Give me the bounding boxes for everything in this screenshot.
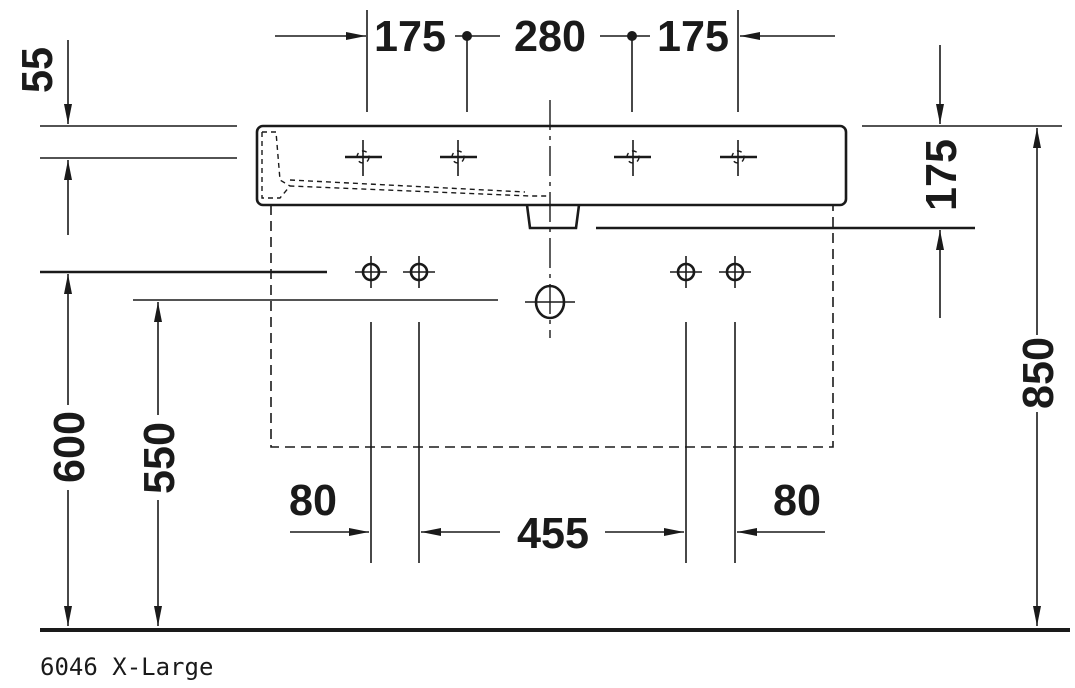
connection-holes — [355, 256, 751, 320]
dim-top-center: 280 — [514, 12, 586, 61]
dim-right-850: 850 — [1014, 337, 1063, 409]
right-dimensions: 175 850 — [596, 45, 1063, 626]
top-dimension-chain: 175 280 175 — [275, 10, 835, 112]
basin-outline — [255, 124, 848, 230]
dim-top-left: 175 — [374, 12, 446, 61]
dim-left-550: 550 — [135, 422, 184, 494]
bottom-dimension-chain: 80 455 80 — [289, 322, 825, 563]
dim-top-right: 175 — [657, 12, 729, 61]
dim-left-55: 55 — [13, 47, 62, 93]
left-dimensions: 55 600 550 — [13, 40, 498, 626]
dim-left-600: 600 — [45, 411, 94, 483]
tap-hole-marks — [345, 140, 757, 176]
dim-bottom-455: 455 — [517, 509, 589, 558]
vanity-outline — [270, 205, 834, 448]
dim-bottom-left-80: 80 — [289, 476, 337, 525]
drawing-caption: 6046 X-Large — [40, 653, 213, 681]
drain-outlet — [525, 204, 581, 230]
dim-bottom-right-80: 80 — [773, 476, 821, 525]
dim-right-175: 175 — [917, 139, 966, 211]
